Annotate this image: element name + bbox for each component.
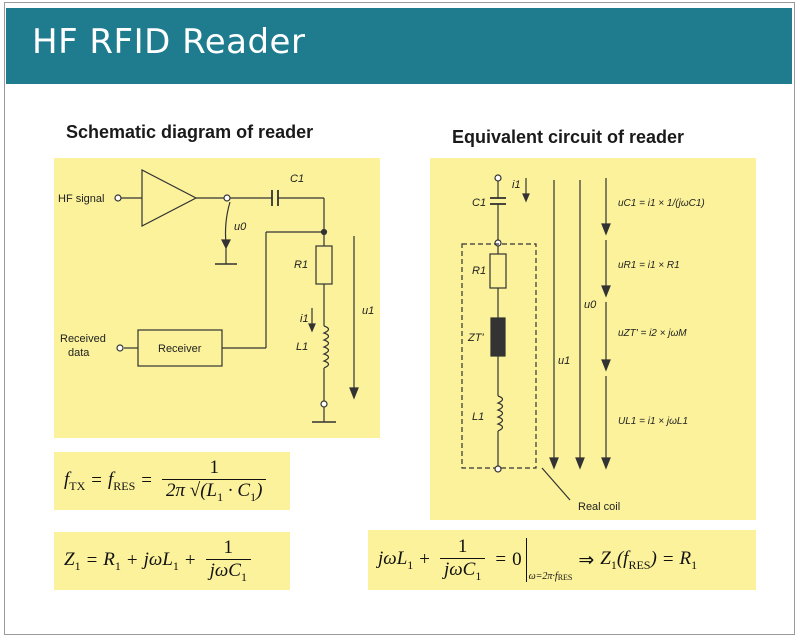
page-title: HF RFID Reader (32, 22, 306, 62)
amp-output-terminal (223, 194, 231, 202)
c1-label: C1 (290, 173, 304, 185)
receiver-box (137, 329, 223, 367)
real-coil-label: Real coil (578, 501, 620, 513)
real-coil-box (461, 243, 537, 469)
received-label: Received (60, 333, 106, 345)
top-terminal (494, 174, 502, 182)
received-data-terminal (116, 344, 124, 352)
c1-label: C1 (472, 197, 486, 209)
zt-impedance (490, 317, 506, 357)
coil-top-terminal (494, 239, 502, 247)
uc1-equation: uC1 = i1 × 1/(jωC1) (618, 198, 705, 209)
u0-arrow (224, 201, 231, 245)
amplifier-triangle (141, 169, 198, 227)
l1-coil (496, 395, 504, 432)
u1-label: u1 (558, 355, 570, 367)
coil-bottom-terminal (494, 465, 502, 473)
hf-input-terminal (114, 194, 122, 202)
i1-label: i1 (512, 179, 521, 191)
receiver-label: Receiver (158, 343, 202, 355)
u1-label: u1 (362, 305, 374, 317)
r1-resistor (489, 253, 507, 289)
r1-label: R1 (294, 259, 308, 271)
l1-coil (322, 325, 330, 369)
hf-signal-label: HF signal (58, 193, 104, 205)
uzt-equation: uZT' = i2 × jωM (618, 328, 687, 339)
u0-label: u0 (234, 221, 247, 233)
ul1-equation: UL1 = i1 × jωL1 (618, 416, 688, 427)
schematic-heading: Schematic diagram of reader (66, 122, 314, 142)
title-bar: HF RFID Reader (6, 8, 792, 84)
coil-bottom-terminal (320, 400, 328, 408)
i1-label: i1 (300, 313, 309, 325)
schematic-diagram: HF signal Received data Receiver C1 u0 R… (58, 169, 374, 423)
u0-label: u0 (584, 299, 597, 311)
r1-label: R1 (472, 265, 486, 277)
data-label: data (68, 347, 90, 359)
l1-label: L1 (296, 341, 308, 353)
schematic-panel: HF signal Received data Receiver C1 u0 R… (54, 158, 380, 438)
equivalent-diagram: C1 i1 R1 ZT' L1 u0 u1 Real coil uC1 = i1… (461, 174, 705, 513)
equivalent-panel: C1 i1 R1 ZT' L1 u0 u1 Real coil uC1 = i1… (430, 158, 756, 520)
r1-resistor (315, 245, 333, 285)
l1-label: L1 (472, 411, 484, 423)
equivalent-heading: Equivalent circuit of reader (452, 127, 685, 147)
real-coil-pointer (541, 467, 571, 501)
ur1-equation: uR1 = i1 × R1 (618, 260, 680, 271)
zt-label: ZT' (467, 332, 484, 344)
